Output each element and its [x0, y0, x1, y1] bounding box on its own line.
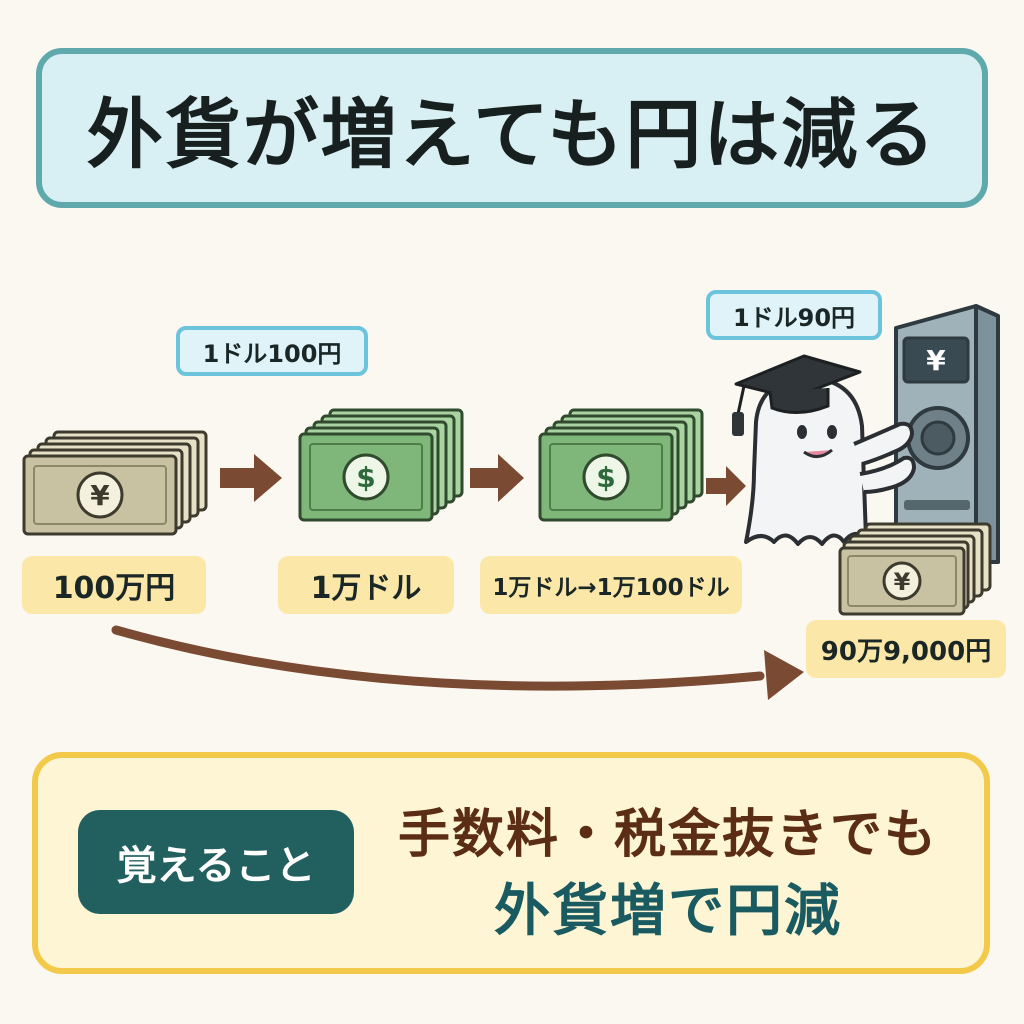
machine-yen-symbol: ¥ [926, 344, 946, 377]
step3-amount-label: 1万ドル→1万100ドル [480, 556, 742, 614]
step3-amount: 1万ドル→1万100ドル [492, 575, 730, 601]
dollar-symbol: $ [596, 461, 615, 494]
dollar-symbol: $ [356, 461, 375, 494]
result-amount: 90万9,000円 [820, 636, 992, 667]
arrow-right-icon [220, 454, 282, 502]
yen-bill-stack-icon: ¥ [22, 430, 208, 536]
buy-rate-text: 1ドル100円 [202, 339, 342, 368]
exchange-machine-icon: ¥ [894, 304, 1000, 564]
step2-amount: 1万ドル [310, 571, 422, 606]
yen-symbol: ¥ [894, 568, 911, 596]
dollar-bill-stack-icon: $ [298, 408, 464, 522]
arrow-right-icon [706, 466, 746, 506]
summary-box: 覚えること 手数料・税金抜きでも 外貨増で円減 [32, 752, 990, 974]
result-amount-label: 90万9,000円 [806, 620, 1006, 678]
sell-rate-badge: 1ドル90円 [706, 290, 882, 340]
dollar-bill-stack-icon: $ [538, 408, 704, 522]
remember-tag: 覚えること [78, 810, 354, 914]
buy-rate-badge: 1ドル100円 [176, 326, 368, 376]
step1-amount: 100万円 [52, 571, 176, 606]
page-title: 外貨が増えても円は減る [86, 90, 938, 179]
step1-amount-label: 100万円 [22, 556, 206, 614]
step2-amount-label: 1万ドル [278, 556, 454, 614]
curved-arrow-icon [111, 625, 804, 700]
sell-rate-text: 1ドル90円 [732, 303, 856, 332]
summary-line-1: 手数料・税金抜きでも [397, 805, 938, 865]
arrow-right-icon [470, 454, 524, 502]
remember-tag-text: 覚えること [116, 843, 316, 889]
yen-bill-stack-icon: ¥ [838, 522, 992, 616]
title-banner: 外貨が増えても円は減る [36, 48, 988, 208]
summary-line-2: 外貨増で円減 [494, 879, 842, 944]
yen-symbol: ¥ [90, 479, 110, 512]
ghost-mascot-icon [732, 354, 916, 546]
